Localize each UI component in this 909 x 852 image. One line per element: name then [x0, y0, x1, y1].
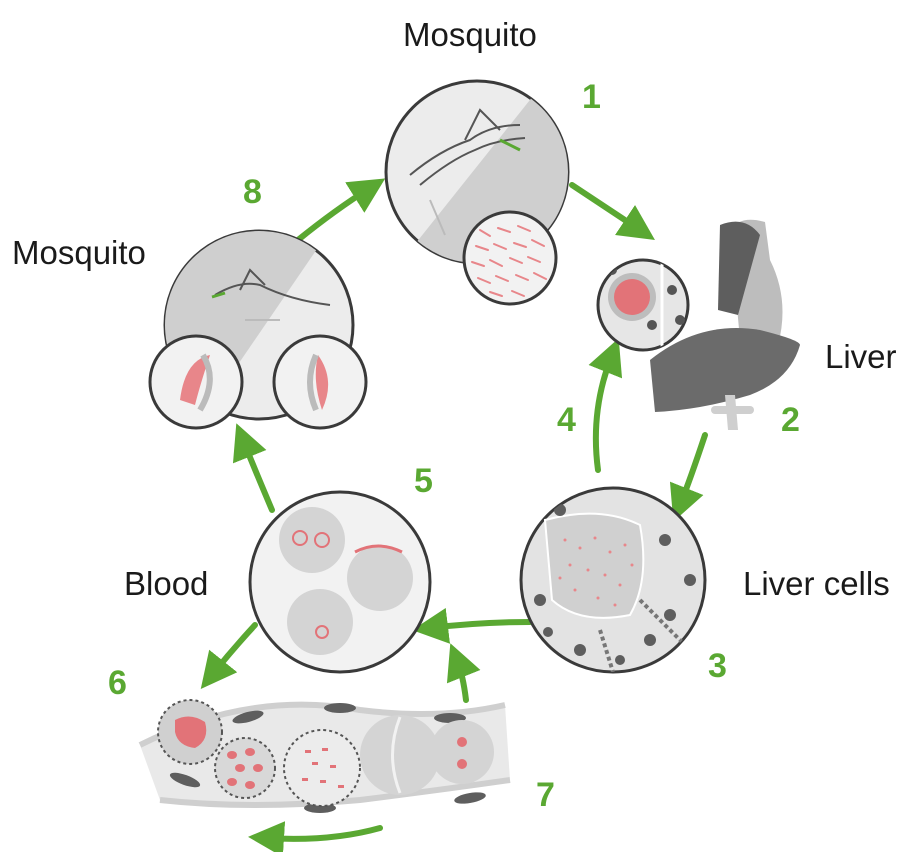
step-number-2: 2	[781, 401, 800, 440]
label-liver: Liver	[825, 338, 897, 376]
step-number-6: 6	[108, 664, 127, 703]
label-liver-cells: Liver cells	[743, 565, 890, 603]
arrow-4-up	[596, 355, 612, 470]
arrow-1-to-2	[572, 185, 640, 230]
step-number-4: 4	[557, 401, 576, 440]
mosquito-left-illustration	[150, 230, 366, 428]
step-number-8: 8	[243, 173, 262, 212]
liver-illustration	[598, 220, 800, 430]
arrow-5-to-6	[212, 625, 255, 675]
arrow-2-to-3	[680, 435, 705, 505]
arrow-5-to-mosquito	[243, 440, 272, 510]
step-number-3: 3	[708, 647, 727, 686]
label-mosquito-top: Mosquito	[403, 16, 537, 54]
liver-cells-illustration	[521, 488, 705, 672]
arrow-3-to-5	[430, 622, 530, 628]
mosquito-top-illustration	[386, 81, 586, 304]
blood-vessel-illustration	[140, 700, 510, 813]
blood-illustration	[250, 492, 430, 672]
step-number-1: 1	[582, 78, 601, 117]
step-number-7: 7	[536, 776, 555, 815]
arrow-8-to-1	[298, 188, 370, 240]
arrow-7-up	[457, 660, 466, 700]
step-number-5: 5	[414, 462, 433, 501]
label-mosquito-left: Mosquito	[12, 234, 146, 272]
label-blood: Blood	[124, 565, 208, 603]
arrow-blood-flow	[266, 828, 380, 839]
